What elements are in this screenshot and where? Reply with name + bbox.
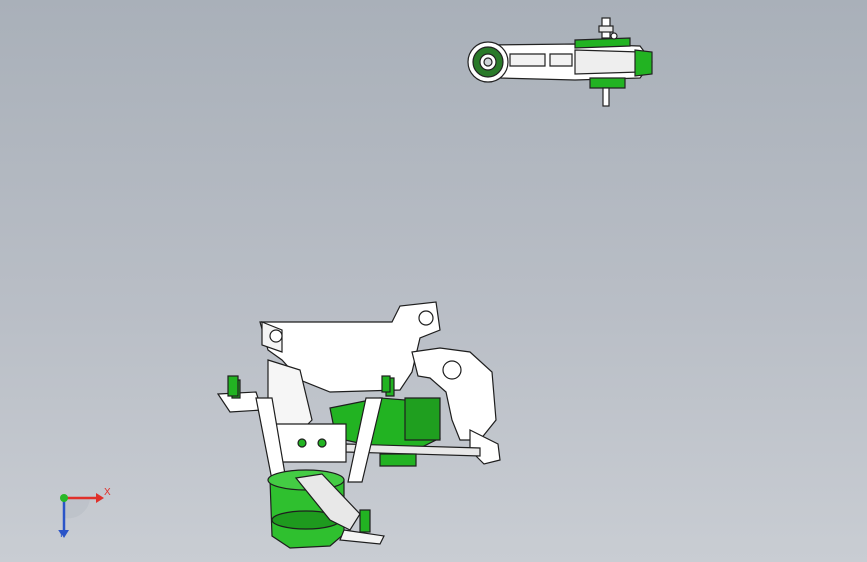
triad-graphic [59,493,104,538]
y-axis-label: Y [58,529,65,540]
x-axis-label: X [104,487,111,498]
orientation-triad: X Y [44,484,114,546]
